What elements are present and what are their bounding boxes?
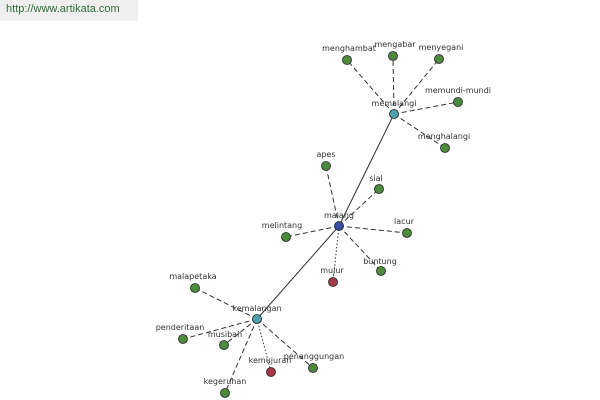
- node-label-mujur[interactable]: mujur: [320, 266, 344, 275]
- edge-malang-buntung: [338, 225, 382, 272]
- node-label-menghambat[interactable]: menghambat: [322, 44, 376, 53]
- node-label-memundi-mundi[interactable]: memundi-mundi: [425, 86, 491, 95]
- node-label-menghalangi[interactable]: menghalangi: [418, 132, 470, 141]
- edge-malang-apes: [325, 165, 340, 227]
- node-menghambat[interactable]: [342, 55, 352, 65]
- edge-memalangi-menghalangi: [393, 113, 446, 149]
- node-buntung[interactable]: [376, 266, 386, 276]
- edge-kemalangan-kemujuran: [256, 318, 272, 373]
- source-url-text: http://www.artikata.com: [6, 3, 120, 15]
- node-label-menyegani[interactable]: menyegani: [419, 43, 464, 52]
- node-malang[interactable]: [334, 221, 344, 231]
- edge-malang-melintang: [285, 225, 340, 238]
- node-menghalangi[interactable]: [440, 143, 450, 153]
- node-memalangi[interactable]: [389, 109, 399, 119]
- node-label-penanggungan[interactable]: penanggungan: [284, 352, 344, 361]
- node-mujur[interactable]: [328, 277, 338, 287]
- node-kegeruhan[interactable]: [220, 388, 230, 398]
- edges-layer: [182, 55, 459, 394]
- edge-malang-mujur: [332, 225, 340, 283]
- node-label-sial[interactable]: sial: [369, 174, 383, 183]
- edge-kemalangan-penanggungan: [256, 318, 314, 369]
- node-kemujuran[interactable]: [266, 367, 276, 377]
- edge-malang-sial: [338, 188, 380, 227]
- edge-kemalangan-malapetaka: [194, 287, 258, 320]
- edge-kemalangan-kegeruhan: [224, 318, 258, 394]
- node-label-malapetaka[interactable]: malapetaka: [169, 272, 216, 281]
- node-penanggungan[interactable]: [308, 363, 318, 373]
- node-penderitaan[interactable]: [178, 334, 188, 344]
- node-melintang[interactable]: [281, 232, 291, 242]
- node-label-melintang[interactable]: melintang: [262, 221, 302, 230]
- node-label-memalangi[interactable]: memalangi: [372, 99, 417, 108]
- node-label-buntung[interactable]: buntung: [363, 257, 397, 266]
- node-label-penderitaan[interactable]: penderitaan: [156, 323, 205, 332]
- edge-malang-memalangi: [338, 113, 395, 227]
- node-label-musibah[interactable]: musibah: [208, 330, 242, 339]
- node-malapetaka[interactable]: [190, 283, 200, 293]
- edge-kemalangan-musibah: [223, 318, 258, 346]
- edge-memalangi-menyegani: [393, 58, 440, 115]
- node-label-apes[interactable]: apes: [316, 150, 335, 159]
- node-label-mengabar[interactable]: mengabar: [374, 40, 416, 49]
- node-menyegani[interactable]: [434, 54, 444, 64]
- nodes-layer: [178, 51, 463, 398]
- node-kemalangan[interactable]: [252, 314, 262, 324]
- node-lacur[interactable]: [402, 228, 412, 238]
- url-banner: http://www.artikata.com: [0, 0, 138, 21]
- node-sial[interactable]: [374, 184, 384, 194]
- node-label-lacur[interactable]: lacur: [394, 217, 415, 226]
- edge-memalangi-mengabar: [392, 55, 395, 115]
- edge-kemalangan-penderitaan: [182, 318, 258, 340]
- edge-memalangi-menghambat: [346, 59, 395, 115]
- node-mengabar[interactable]: [388, 51, 398, 61]
- node-label-kemalangan[interactable]: kemalangan: [232, 304, 281, 313]
- node-label-kegeruhan[interactable]: kegeruhan: [204, 377, 247, 386]
- node-label-malang[interactable]: malang: [324, 211, 354, 220]
- edge-malang-lacur: [338, 225, 408, 234]
- edge-memalangi-memundi-mundi: [393, 101, 459, 115]
- labels-layer: malang memalangi kemalangan menghambatmenga…: [156, 40, 491, 386]
- edge-malang-kemalangan: [256, 225, 340, 320]
- node-memundi-mundi[interactable]: [453, 97, 463, 107]
- node-label-kemujuran[interactable]: kemujuran: [249, 356, 292, 365]
- node-apes[interactable]: [321, 161, 331, 171]
- node-musibah[interactable]: [219, 340, 229, 350]
